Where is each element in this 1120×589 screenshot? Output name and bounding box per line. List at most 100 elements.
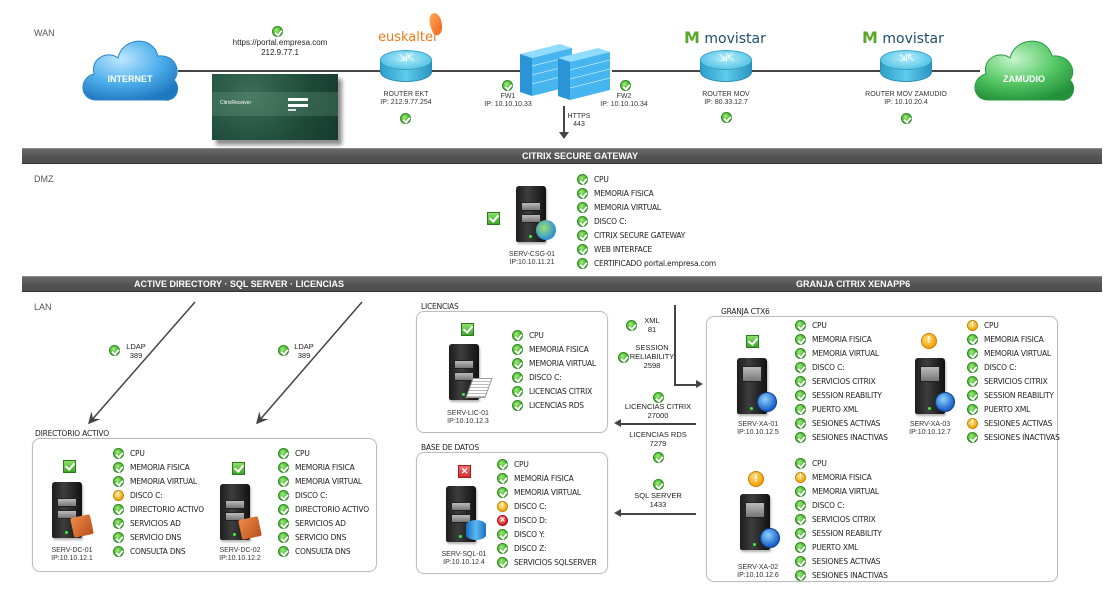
portal-url[interactable]: https://portal.empresa.com bbox=[232, 38, 328, 47]
movistar-m-icon: M bbox=[684, 28, 700, 47]
check-ok-icon bbox=[620, 80, 631, 91]
granja-title: GRANJA CTX6 bbox=[721, 307, 770, 316]
status-ok-square-icon bbox=[487, 212, 500, 225]
router-mov[interactable]: ⇲⇱ bbox=[700, 50, 752, 84]
check-ok-icon bbox=[577, 243, 588, 255]
check-item: SERVICIOS SQLSERVER bbox=[497, 555, 597, 569]
check-item: DISCO C: bbox=[795, 498, 888, 512]
server-icon[interactable] bbox=[48, 482, 94, 540]
xml-link-status bbox=[626, 318, 637, 336]
server-icon[interactable] bbox=[445, 344, 493, 402]
xa03-ip: IP:10.10.12.7 bbox=[909, 429, 951, 436]
check-item: CPU bbox=[795, 318, 888, 332]
zone-label-dmz: DMZ bbox=[34, 174, 54, 184]
cloud-icon bbox=[82, 40, 179, 101]
wan-link-ekt-fw bbox=[432, 70, 522, 72]
check-item: SESIONES ACTIVAS bbox=[795, 554, 888, 568]
check-item: SERVICIOS CITRIX bbox=[795, 374, 888, 388]
check-item: SESIONES ACTIVAS bbox=[795, 416, 888, 430]
session-reliability-line1: SESSION bbox=[635, 343, 669, 352]
check-label: DISCO C: bbox=[984, 362, 1017, 372]
check-item: DIRECTORIO ACTIVO bbox=[278, 502, 369, 516]
firewall-fw2-icon[interactable] bbox=[558, 48, 611, 100]
check-label: DISCO Y: bbox=[514, 529, 545, 539]
check-ok-icon bbox=[653, 452, 664, 463]
check-label: MEMORIA VIRTUAL bbox=[514, 487, 581, 497]
session-reliability-line2: RELIABILITY bbox=[629, 352, 675, 361]
router-mov-zamudio-name: ROUTER MOV ZAMUDIO bbox=[865, 91, 947, 98]
check-label: DIRECTORIO ACTIVO bbox=[130, 504, 204, 514]
movistar-logo: M movistar bbox=[684, 28, 766, 47]
check-item: SERVICIOS CITRIX bbox=[967, 374, 1060, 388]
check-ok-icon bbox=[795, 541, 806, 553]
lic-ip: IP:10.10.12.3 bbox=[447, 418, 489, 425]
check-item: MEMORIA FISICA bbox=[795, 470, 888, 484]
check-item: SERVICIOS CITRIX bbox=[795, 512, 888, 526]
server-icon[interactable] bbox=[216, 484, 262, 542]
check-label: PUERTO XML bbox=[812, 542, 859, 552]
check-item: MEMORIA FISICA bbox=[497, 471, 597, 485]
arrow-left-icon bbox=[614, 419, 621, 427]
check-ok-icon bbox=[795, 389, 806, 401]
check-ok-icon bbox=[795, 347, 806, 359]
check-label: MEMORIA VIRTUAL bbox=[812, 486, 879, 496]
router-ekt[interactable]: ⇲⇱ bbox=[380, 50, 432, 84]
ldap-2-protocol: LDAP bbox=[294, 342, 314, 351]
dc01-name: SERV-DC-01 bbox=[51, 547, 93, 554]
xa01-name: SERV-XA-01 bbox=[737, 421, 779, 428]
server-icon[interactable] bbox=[442, 486, 486, 544]
check-item: DISCO C: bbox=[113, 488, 204, 502]
portal-ip: 212.9.77.1 bbox=[261, 48, 299, 57]
check-item: DISCO C: bbox=[795, 360, 888, 374]
check-label: CPU bbox=[130, 448, 145, 458]
check-ok-icon bbox=[577, 173, 588, 185]
check-ok-icon bbox=[967, 431, 978, 443]
csg-server-name: SERV-CSG-01 bbox=[508, 251, 556, 258]
server-icon[interactable] bbox=[512, 186, 556, 244]
check-label: SESIONES ACTIVAS bbox=[812, 418, 881, 428]
server-icon[interactable] bbox=[733, 358, 777, 416]
check-ok-icon bbox=[512, 385, 523, 397]
licencias-rds-status bbox=[653, 450, 664, 468]
router-mov-zamudio[interactable]: ⇲⇱ bbox=[880, 50, 932, 84]
section-bar-gateway: CITRIX SECURE GATEWAY bbox=[22, 148, 1102, 164]
cloud-icon bbox=[974, 40, 1075, 101]
server-icon[interactable] bbox=[911, 358, 955, 416]
router-mov-zamudio-ip: IP: 10.10.20.4 bbox=[884, 99, 928, 106]
check-label: SESIONES ACTIVAS bbox=[812, 556, 881, 566]
warning-icon bbox=[967, 319, 978, 331]
https-port: 443 bbox=[573, 121, 585, 128]
server-icon[interactable] bbox=[736, 494, 780, 552]
licencias-title: LICENCIAS bbox=[421, 302, 459, 311]
check-label: SESSION REABILITY bbox=[984, 390, 1054, 400]
check-ok-icon bbox=[795, 569, 806, 581]
internet-cloud: INTERNET bbox=[78, 30, 182, 106]
https-arrow-line bbox=[563, 106, 565, 136]
zamudio-cloud-label: ZAMUDIO bbox=[1003, 74, 1045, 84]
fw1-name: FW1 bbox=[500, 93, 516, 100]
check-item: DISCO C: bbox=[577, 214, 716, 228]
check-ok-icon bbox=[795, 527, 806, 539]
lic-status bbox=[461, 323, 474, 341]
sql-server-link-status bbox=[653, 477, 664, 495]
check-item: PUERTO XML bbox=[795, 540, 888, 554]
sql-name: SERV-SQL-01 bbox=[441, 551, 487, 558]
check-ok-icon bbox=[497, 542, 508, 554]
check-ok-icon bbox=[967, 361, 978, 373]
movistar-m-icon: M bbox=[862, 28, 878, 47]
check-item: MEMORIA FISICA bbox=[113, 460, 204, 474]
ldap-2-port: 389 bbox=[297, 351, 311, 360]
session-reliability-port: 2598 bbox=[643, 361, 661, 370]
login-password-field bbox=[288, 104, 308, 107]
https-protocol: HTTPS bbox=[567, 113, 591, 120]
check-item: DISCO Y: bbox=[497, 527, 597, 541]
ldap-arrow-2 bbox=[256, 301, 363, 425]
fw1-status bbox=[502, 78, 513, 96]
check-label: DISCO C: bbox=[812, 362, 845, 372]
database-icon bbox=[466, 520, 486, 540]
check-ok-icon bbox=[400, 113, 411, 124]
check-ok-icon bbox=[795, 319, 806, 331]
check-item: SESSION REABILITY bbox=[967, 388, 1060, 402]
sql-link-line bbox=[620, 513, 696, 515]
